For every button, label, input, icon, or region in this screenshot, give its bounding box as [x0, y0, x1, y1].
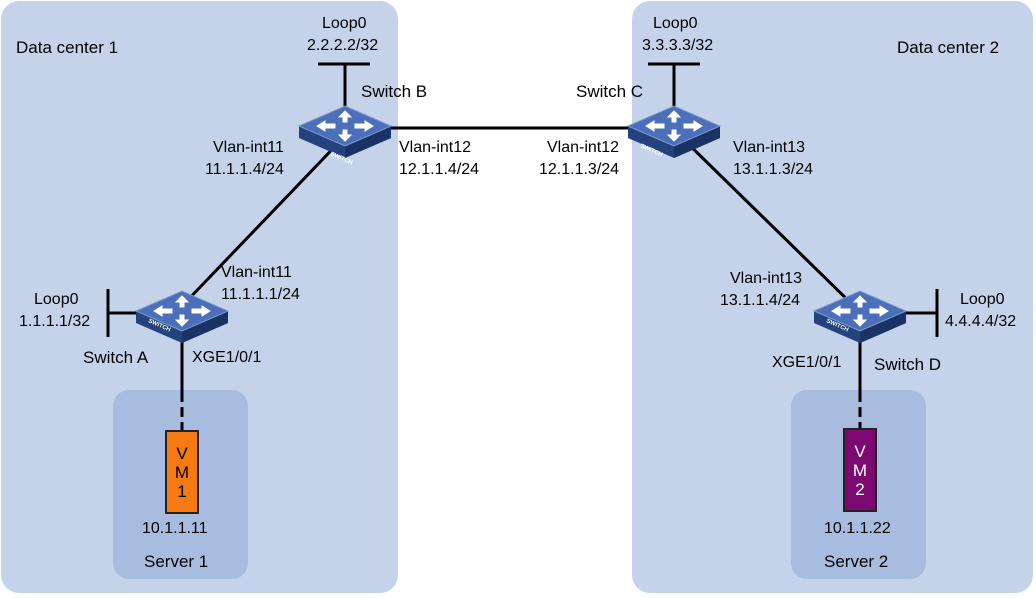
switch-d-icon: SWITCH — [813, 290, 907, 344]
link-c-d — [674, 130, 862, 314]
link-cd-d-if: Vlan-int13 — [730, 270, 803, 287]
link-a-b — [180, 134, 347, 308]
data-center-2-zone — [632, 1, 1033, 593]
vm-1-line-3: 1 — [177, 481, 187, 501]
dc2-title: Data center 2 — [897, 38, 1000, 57]
vm-2-ip: 10.1.1.22 — [824, 520, 891, 537]
vm-2-line-1: V — [854, 441, 866, 461]
server-2-name: Server 2 — [824, 552, 889, 571]
vm-1-line-1: V — [176, 443, 188, 463]
switch-b-loop-label: Loop0 — [322, 15, 367, 32]
switch-d-loop-label: Loop0 — [960, 291, 1005, 308]
switch-b-name: Switch B — [361, 82, 428, 101]
vm-2-icon: V M 2 — [843, 428, 877, 512]
switch-a-loop-label: Loop0 — [34, 291, 79, 308]
link-cd-d-ip: 13.1.1.4/24 — [720, 292, 801, 309]
server-1-name: Server 1 — [144, 552, 209, 571]
switch-a-loop-ip: 1.1.1.1/32 — [19, 313, 91, 330]
link-ab-b-if: Vlan-int11 — [213, 139, 284, 156]
switch-d-loop-ip: 4.4.4.4/32 — [945, 313, 1017, 330]
link-bc-b-if: Vlan-int12 — [399, 139, 472, 156]
switch-a-icon: SWITCH — [135, 290, 229, 344]
vm-1-line-2: M — [174, 462, 190, 482]
link-cd-c-if: Vlan-int13 — [733, 139, 806, 156]
switch-c-loop-ip: 3.3.3.3/32 — [642, 37, 714, 54]
link-bc-c-ip: 12.1.1.3/24 — [539, 161, 620, 178]
link-cd-c-ip: 13.1.1.3/24 — [733, 161, 814, 178]
link-ab-a-ip: 11.1.1.1/24 — [221, 286, 300, 303]
vm-2-line-2: M — [852, 460, 868, 480]
vm-1-ip: 10.1.1.11 — [142, 520, 208, 537]
switch-c-loop-label: Loop0 — [653, 15, 698, 32]
switch-d-name: Switch D — [874, 355, 942, 374]
server-2-port: XGE1/0/1 — [772, 354, 842, 371]
switch-c-name: Switch C — [576, 82, 644, 101]
server-1-port: XGE1/0/1 — [192, 349, 262, 366]
switch-b-loop-ip: 2.2.2.2/32 — [307, 37, 379, 54]
switch-a-name: Switch A — [83, 348, 149, 367]
data-center-1-zone — [1, 1, 398, 593]
link-ab-b-ip: 11.1.1.4/24 — [205, 161, 284, 178]
link-ab-a-if: Vlan-int11 — [221, 264, 292, 281]
link-bc-c-if: Vlan-int12 — [547, 139, 620, 156]
dc1-title: Data center 1 — [16, 38, 119, 57]
link-bc-b-ip: 12.1.1.4/24 — [399, 161, 480, 178]
vm-2-line-3: 2 — [855, 479, 865, 499]
vm-1-icon: V M 1 — [165, 430, 199, 514]
